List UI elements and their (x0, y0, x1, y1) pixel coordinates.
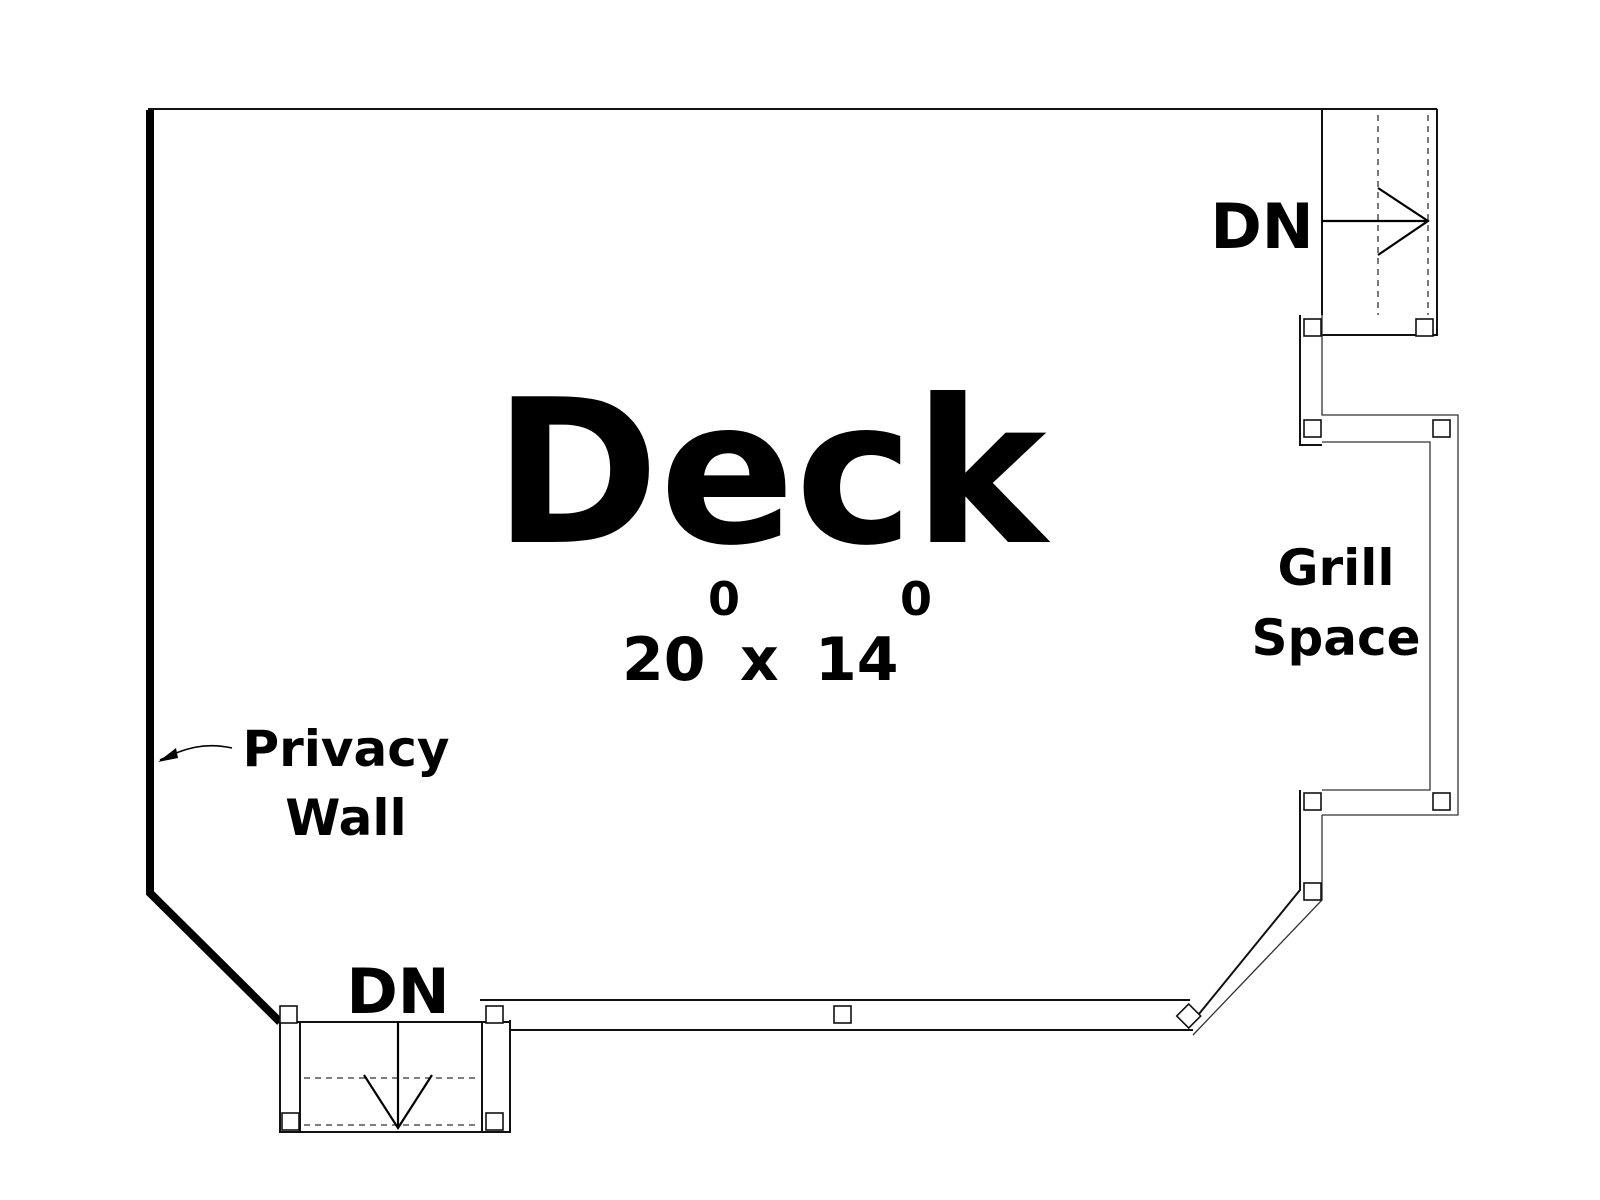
room-width-inches: 0 (708, 572, 740, 626)
bottom-stair-down-label: DN (346, 955, 449, 1028)
room-name: Deck (493, 357, 1050, 590)
post (1303, 318, 1322, 337)
grill-space-label-line1: Grill (1277, 539, 1394, 597)
privacy-wall (146, 110, 283, 1025)
grill-rail-outer (1321, 315, 1459, 816)
bottom-stair-arrow (363, 1022, 433, 1131)
right-rail-outer-upper (1299, 315, 1322, 446)
grill-space-label-line2: Space (1251, 609, 1420, 667)
post (1303, 419, 1322, 438)
top-stair-down-label: DN (1210, 190, 1313, 263)
privacy-wall-label-line1: Privacy (242, 720, 449, 778)
post (1303, 792, 1322, 811)
post (279, 1005, 298, 1024)
railing-posts (279, 318, 1451, 1131)
dimension-separator: x (740, 625, 779, 695)
post (281, 1112, 300, 1131)
post (1432, 419, 1451, 438)
privacy-wall-label-line2: Wall (285, 789, 406, 847)
grill-rail-inner (1322, 441, 1431, 791)
top-stair-frame (1322, 109, 1438, 336)
post (1432, 792, 1451, 811)
post (1175, 1002, 1202, 1030)
post (485, 1112, 504, 1131)
post (1415, 318, 1434, 337)
top-stair-arrow-head (1377, 187, 1430, 256)
room-depth-feet: 14 (815, 625, 899, 695)
top-stair-arrow (1322, 187, 1430, 256)
privacy-leader-arrowhead (158, 748, 178, 762)
bottom-stair-arrow-head (363, 1074, 433, 1131)
privacy-wall-leader (158, 744, 233, 762)
room-width-feet: 20 (622, 625, 706, 695)
room-depth-inches: 0 (900, 572, 932, 626)
post (1303, 882, 1322, 901)
right-rail-lower-outer (1192, 815, 1323, 1036)
post (485, 1005, 504, 1024)
right-rail-lower (1189, 790, 1301, 1026)
deck-outline (148, 108, 1459, 1133)
bottom-stair-frame (279, 1020, 511, 1133)
post (833, 1005, 852, 1024)
